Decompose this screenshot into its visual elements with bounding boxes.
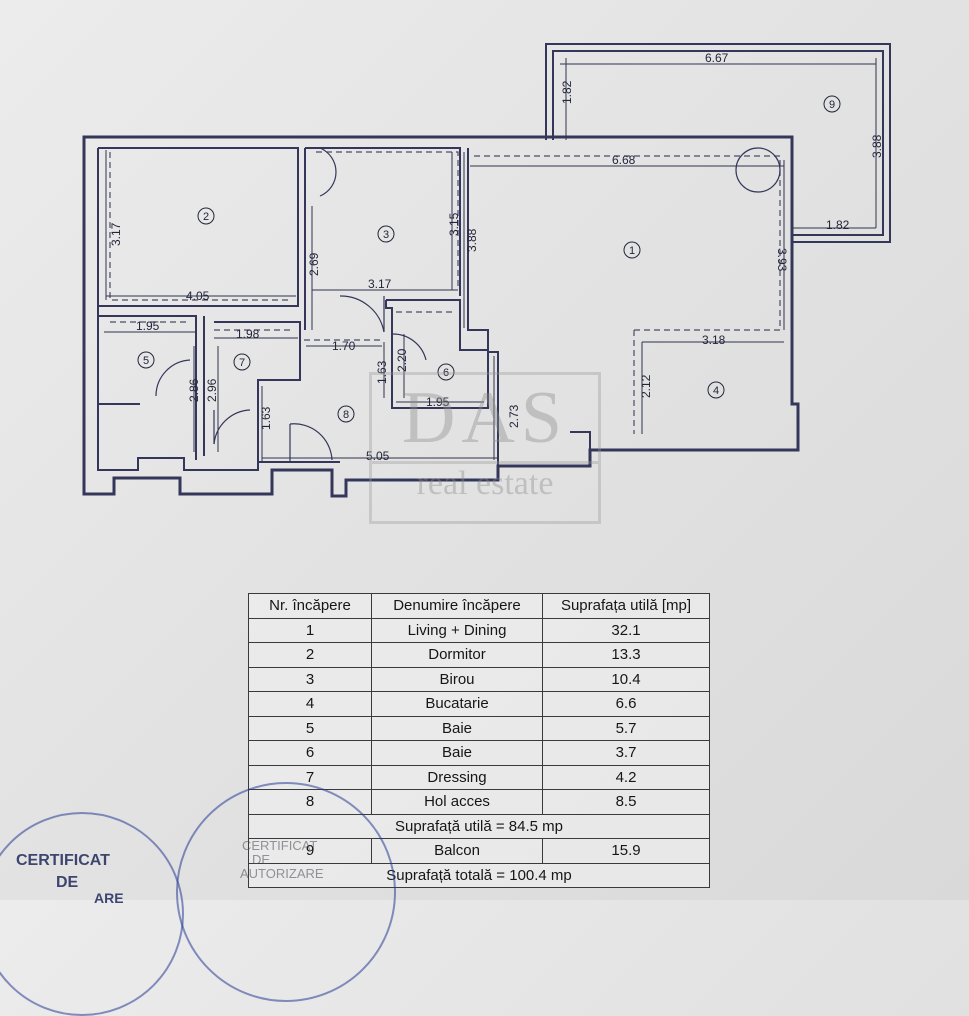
dim-1-95-small-bath: 1.95 [426,395,450,409]
room-area-table: Nr. încăpere Denumire încăpere Suprafața… [248,593,710,888]
room-area-cell: 32.1 [542,617,710,643]
watermark-brand: DAS [401,377,569,459]
table-row: 6 Baie 3.7 [248,740,710,766]
room-area-cell: 15.9 [542,838,710,864]
dim-1-63-bath: 1.63 [375,360,389,384]
watermark-tagline: real estate [372,461,598,504]
dim-1-63-hall: 1.63 [259,406,273,430]
dim-3-15: 3.15 [447,212,461,236]
header-room-number: Nr. încăpere [248,593,372,619]
room-number-8: 8 [343,409,349,421]
room-number-9: 9 [829,99,835,111]
room-name-cell: Living + Dining [371,617,543,643]
dim-3-18: 3.18 [702,333,726,347]
room-name-cell: Baie [371,715,543,741]
stamp-right: CERTIFICAT DE AUTORIZARE [176,782,396,1002]
das-watermark: DAS real estate [369,372,601,524]
dim-6-68: 6.68 [612,153,636,167]
stamp-right-line2: DE [252,852,271,867]
room-number-cell: 3 [248,666,372,692]
room-name-cell: Birou [371,666,543,692]
room-number-2: 2 [203,211,209,223]
dim-3-17-bedroom: 3.17 [109,222,123,246]
dim-3-88-balcony: 3.88 [870,134,884,158]
room-number-cell: 6 [248,740,372,766]
dim-2-69: 2.69 [307,252,321,276]
floor-plan: 6.67 1.82 3.88 1.82 6.68 3.93 3.88 3.15 … [82,43,891,498]
room-number-cell: 4 [248,691,372,717]
stamp-left-line3: ARE [94,890,124,906]
room-area-cell: 5.7 [542,715,710,741]
dim-1-70: 1.70 [332,339,356,353]
room-number-3: 3 [383,229,389,241]
room-area-cell: 6.6 [542,691,710,717]
room-name-cell: Dressing [371,764,543,790]
room-number-7: 7 [239,357,245,369]
room-markers: 1 2 3 4 5 6 7 8 9 [137,95,841,423]
room-name-cell: Bucatarie [371,691,543,717]
dim-1-82-right: 1.82 [826,218,850,232]
stamp-right-line1: CERTIFICAT [242,838,318,853]
header-room-name: Denumire încăpere [371,593,543,619]
table-row: 5 Baie 5.7 [248,715,710,741]
balcony-outline [545,43,891,243]
room-name-cell: Hol acces [371,789,543,815]
dim-2-12: 2.12 [639,374,653,398]
room-number-cell: 2 [248,642,372,668]
room-number-cell: 1 [248,617,372,643]
stamp-right-line3: AUTORIZARE [240,866,324,881]
dim-1-95-bath: 1.95 [136,319,160,333]
room-number-1: 1 [629,245,635,257]
table-row: 7 Dressing 4.2 [248,764,710,790]
stamp-left-line2: DE [56,874,79,891]
table-row: 2 Dormitor 13.3 [248,642,710,668]
header-area: Suprafața utilă [mp] [542,593,710,619]
dim-2-20: 2.20 [395,348,409,372]
room-name-cell: Balcon [371,838,543,864]
room-number-5: 5 [143,355,149,367]
dim-3-93: 3.93 [775,248,789,272]
room-area-cell: 4.2 [542,764,710,790]
room-number-4: 4 [713,385,719,397]
room-area-cell: 13.3 [542,642,710,668]
dim-2-96: 2.96 [205,378,219,402]
dim-1-98: 1.98 [236,327,260,341]
dim-3-88-living: 3.88 [465,228,479,252]
table-row: 4 Bucatarie 6.6 [248,691,710,717]
outer-walls [82,135,800,498]
room-name-cell: Baie [371,740,543,766]
stamp-left-line1: CERTIFICAT [16,852,110,869]
dim-5-05: 5.05 [366,449,390,463]
dim-4-05: 4.05 [186,289,210,303]
dim-2-86: 2.86 [187,378,201,402]
dimension-labels: 6.67 1.82 3.88 1.82 6.68 3.93 3.88 3.15 … [109,51,884,463]
room-area-cell: 3.7 [542,740,710,766]
room-area-cell: 10.4 [542,666,710,692]
room-area-cell: 8.5 [542,789,710,815]
room-number-6: 6 [443,367,449,379]
table-row: 3 Birou 10.4 [248,666,710,692]
dashed-guides [109,151,784,434]
dim-6-67: 6.67 [705,51,729,65]
dim-2-73: 2.73 [507,404,521,428]
dimension-lines [104,58,877,462]
table-header-row: Nr. încăpere Denumire încăpere Suprafața… [248,593,710,619]
door-swings [155,147,781,462]
table-row: 1 Living + Dining 32.1 [248,617,710,643]
room-number-cell: 5 [248,715,372,741]
dim-1-82-top: 1.82 [560,80,574,104]
dim-3-17-office: 3.17 [368,277,392,291]
room-name-cell: Dormitor [371,642,543,668]
